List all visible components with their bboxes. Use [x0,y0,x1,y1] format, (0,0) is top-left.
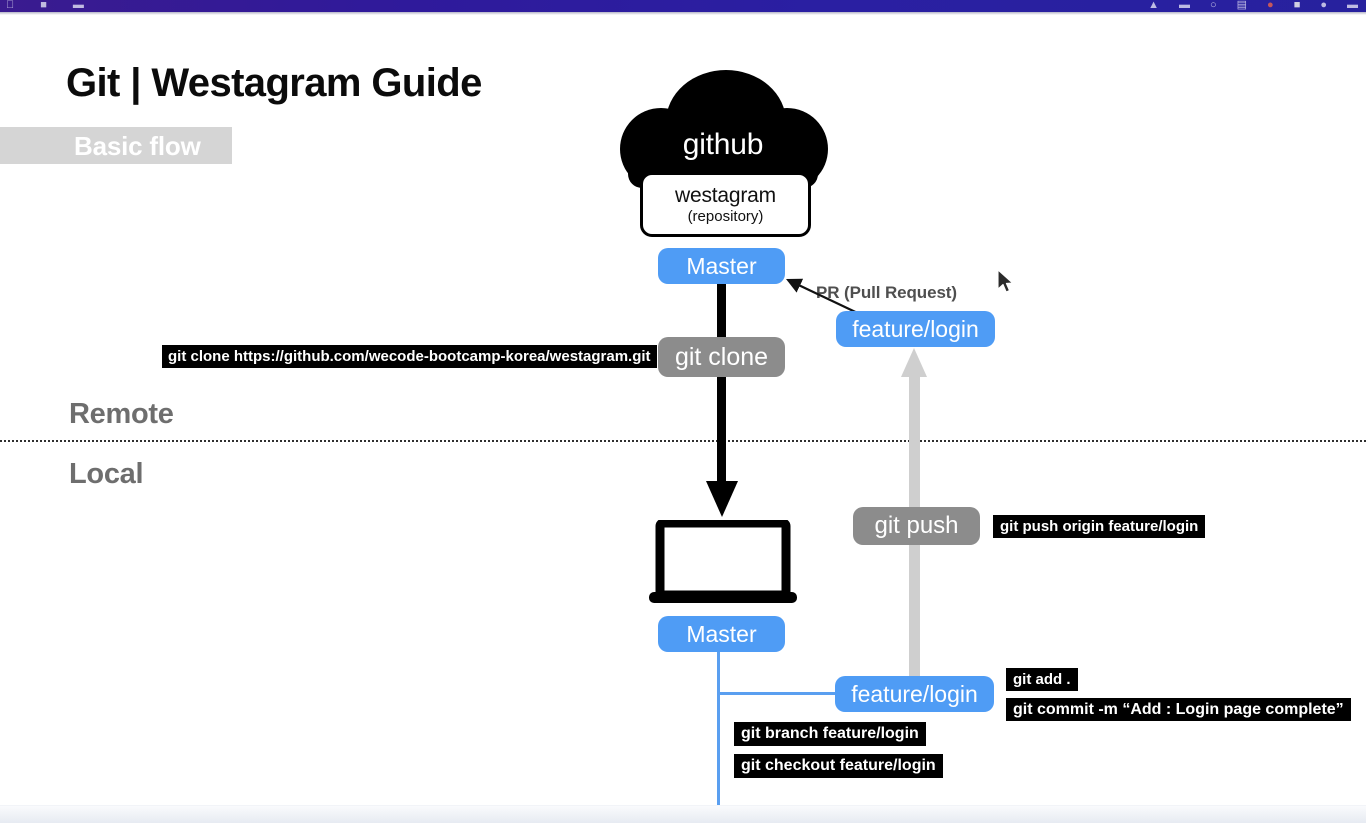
git-clone-arrow-head [706,481,738,517]
local-feature-login-branch-pill[interactable]: feature/login [835,676,994,712]
subtitle-band [0,127,232,164]
laptop-icon [649,520,797,603]
git-push-action-pill[interactable]: git push [853,507,980,545]
remote-feature-login-branch-pill[interactable]: feature/login [836,311,995,347]
remote-master-branch-pill[interactable]: Master [658,248,785,284]
clock-icon[interactable]: ● [1320,0,1327,11]
battery-icon[interactable]: ▬ [1178,0,1190,11]
github-label: github [682,128,764,161]
app-name-menu[interactable]: ■ [40,0,47,11]
local-zone-label: Local [69,458,144,490]
wifi-icon[interactable]: ▲ [1148,0,1159,11]
local-branch-horizontal-connector [717,692,842,695]
menu-bar-shadow [0,12,1366,15]
page-title: Git | Westagram Guide [66,61,482,105]
git-push-arrow-head [901,348,927,377]
local-branch-vertical-connector [717,652,720,805]
repository-subtitle: (repository) [687,207,764,225]
apple-icon[interactable]:  [6,0,14,11]
subtitle-label: Basic flow [74,131,201,161]
control-center-icon[interactable]: ▤ [1236,0,1248,11]
menu-bar-right-group: ▲ ▬ ○ ▤ ● ■ ● ▬ [1148,0,1358,12]
pull-request-arrow [786,278,867,318]
git-push-command: git push origin feature/login [993,515,1206,538]
menu-bar-left-group:  ■ ▬ [6,0,84,12]
slide-canvas: Git | Westagram Guide Basic flow Remote … [0,15,1366,805]
bottom-toolbar-band [0,805,1366,823]
repository-box: westagram (repository) [640,172,811,237]
remote-zone-label: Remote [69,398,174,430]
record-icon[interactable]: ● [1267,0,1274,11]
os-menu-bar:  ■ ▬ ▲ ▬ ○ ▤ ● ■ ● ▬ [0,0,1366,12]
git-add-command: git add . [1006,668,1078,691]
git-branch-command: git branch feature/login [734,722,926,746]
git-clone-command: git clone https://github.com/wecode-boot… [162,345,657,368]
repository-name: westagram [675,183,776,207]
remote-local-divider [0,440,1366,442]
screen-share-icon[interactable]: ■ [1293,0,1301,11]
mouse-pointer-icon [997,269,1014,293]
git-commit-command: git commit -m “Add : Login page complete… [1006,698,1351,721]
git-clone-arrow-shaft [717,283,726,491]
pull-request-label: PR (Pull Request) [816,283,957,302]
file-menu[interactable]: ▬ [64,0,84,11]
search-icon[interactable]: ○ [1209,0,1217,11]
git-clone-action-pill[interactable]: git clone [658,337,785,377]
local-master-branch-pill[interactable]: Master [658,616,785,652]
user-account-icon[interactable]: ▬ [1347,0,1358,11]
git-checkout-command: git checkout feature/login [734,754,943,778]
